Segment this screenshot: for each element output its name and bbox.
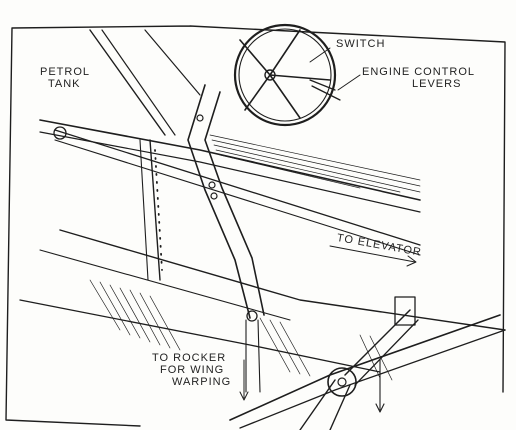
hatching-upper	[209, 134, 421, 193]
steering-wheel-spokes	[239, 29, 331, 119]
column-bolt-mid2	[210, 192, 218, 200]
rocker-arm	[229, 314, 501, 421]
engine-levers-label-line2: LEVERS	[412, 78, 462, 90]
lower-edge	[59, 229, 506, 331]
rocker-label: TO ROCKER FOR WING WARPING	[152, 352, 231, 388]
rocker-strut-2	[329, 384, 351, 430]
diagonal-strut-mid	[144, 29, 201, 96]
engine-lever-1	[309, 79, 336, 91]
elevator-cable-2	[54, 139, 421, 256]
elevator-arrowhead	[406, 255, 417, 267]
petrol-tank-label-line2: TANK	[48, 78, 81, 90]
petrol-tank-label-line1: PETROL	[40, 66, 91, 78]
switch-leader	[309, 47, 331, 63]
engine-levers-label-line1: ENGINE CONTROL	[362, 66, 476, 78]
drop-cable-right	[257, 319, 261, 393]
steering-wheel-rim	[233, 23, 337, 127]
rocker-label-line1: TO ROCKER	[152, 352, 227, 364]
switch-label: SWITCH	[336, 38, 386, 50]
rocker-label-line2: FOR WING	[160, 364, 225, 376]
column-bolt-upper	[196, 114, 204, 122]
elevator-cable	[54, 129, 421, 246]
rocker-upper-arm	[344, 309, 411, 376]
upper-longeron	[39, 119, 421, 201]
control-column	[187, 84, 251, 319]
elevator-arrow	[329, 245, 416, 263]
rocker-cable-arrow	[375, 403, 385, 413]
cable-pulley	[53, 126, 67, 140]
column-bolt-mid	[208, 181, 216, 189]
rocker-label-line3: WARPING	[172, 376, 232, 388]
frame-outline	[5, 25, 506, 427]
control-column-2	[204, 91, 265, 316]
rocker-bracket	[394, 296, 416, 326]
vertical-strut	[149, 139, 161, 281]
floor-edge	[19, 299, 381, 373]
rocker-leader-arrow	[239, 391, 249, 401]
steering-wheel-rim-inner	[238, 28, 332, 122]
column-bolt-lower	[246, 310, 258, 322]
diagonal-strut-left-2	[101, 29, 176, 136]
rocker-hub-inner	[337, 377, 347, 387]
engine-levers-label: ENGINE CONTROL LEVERS	[362, 66, 475, 90]
diagonal-strut-left	[89, 29, 166, 136]
engine-lever-2	[311, 85, 341, 101]
lower-edge-2	[39, 249, 291, 321]
rocker-hub	[327, 367, 357, 397]
vertical-strut-2	[139, 139, 149, 281]
rocker-upper-arm-2	[354, 319, 419, 386]
rocker-arm-2	[239, 329, 506, 429]
levers-leader	[337, 74, 361, 91]
petrol-tank-label: PETROL TANK	[40, 66, 90, 90]
